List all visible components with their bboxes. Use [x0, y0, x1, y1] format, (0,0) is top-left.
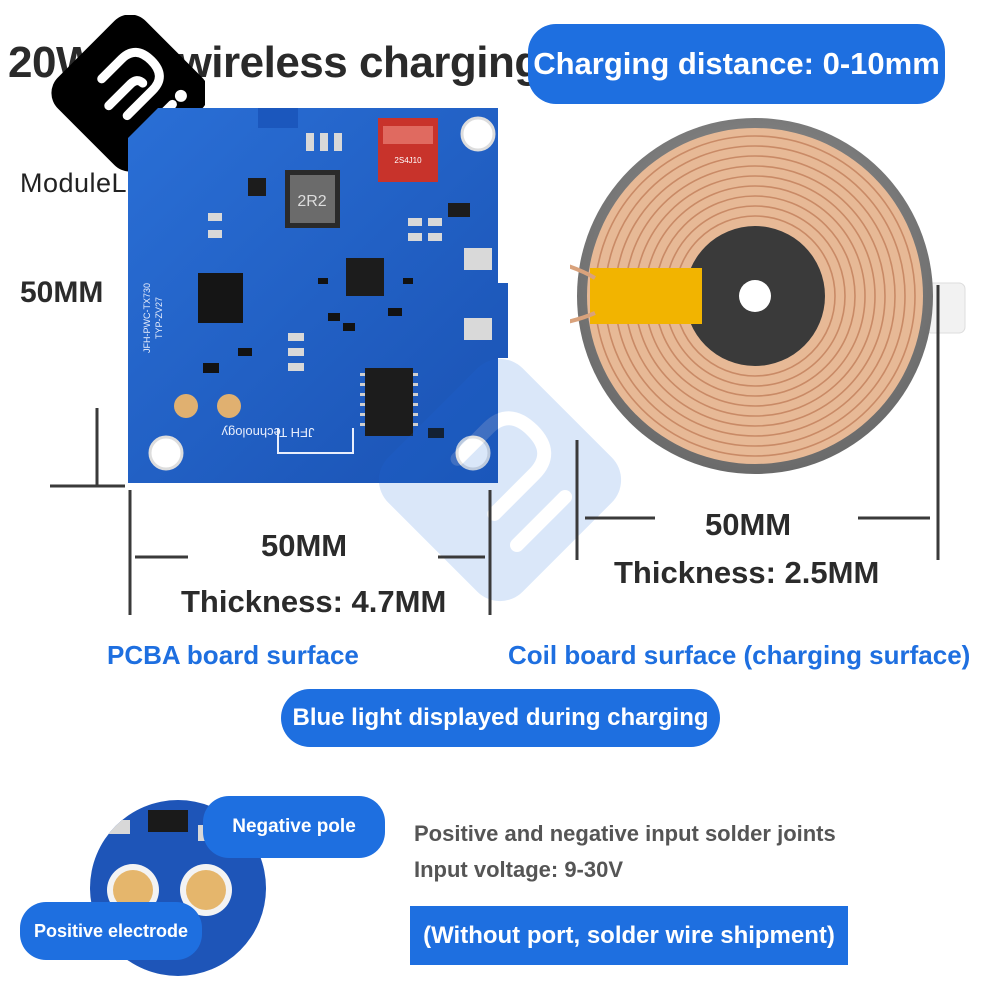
- solder-joints-text: Positive and negative input solder joint…: [414, 821, 836, 846]
- negative-pole-label: Negative pole: [203, 796, 385, 858]
- pcba-thickness-label: Thickness: 4.7MM: [181, 584, 447, 619]
- charging-indicator-badge: Blue light displayed during charging: [281, 689, 720, 747]
- shipment-note-badge: (Without port, solder wire shipment): [410, 906, 848, 965]
- watermark-logo: [378, 358, 622, 602]
- pcba-height-label: 50MM: [20, 276, 104, 309]
- silk-company-text: JFH Technology: [221, 425, 314, 440]
- capacitor-label: 2S4J10: [394, 156, 422, 165]
- inductor-label: 2R2: [297, 193, 326, 210]
- coil-thickness-label: Thickness: 2.5MM: [614, 555, 880, 590]
- pcba-width-label: 50MM: [261, 528, 348, 563]
- pcba-surface-label: PCBA board surface: [107, 640, 359, 670]
- silk-model-text: JFH-PWC-TX730: [142, 283, 152, 353]
- positive-electrode-label: Positive electrode: [20, 902, 202, 960]
- coil-surface-label: Coil board surface (charging surface): [508, 640, 971, 670]
- coil-width-label: 50MM: [705, 507, 792, 542]
- silk-type-text: TYP-ZV27: [154, 297, 164, 339]
- charging-distance-badge: Charging distance: 0-10mm: [528, 24, 945, 104]
- pcba-board-image: 2S4J10 2R2 JFH Technology JFH-PWC-TX730 …: [128, 108, 508, 483]
- coil-board-image: [570, 118, 966, 474]
- input-voltage-text: Input voltage: 9-30V: [414, 857, 624, 882]
